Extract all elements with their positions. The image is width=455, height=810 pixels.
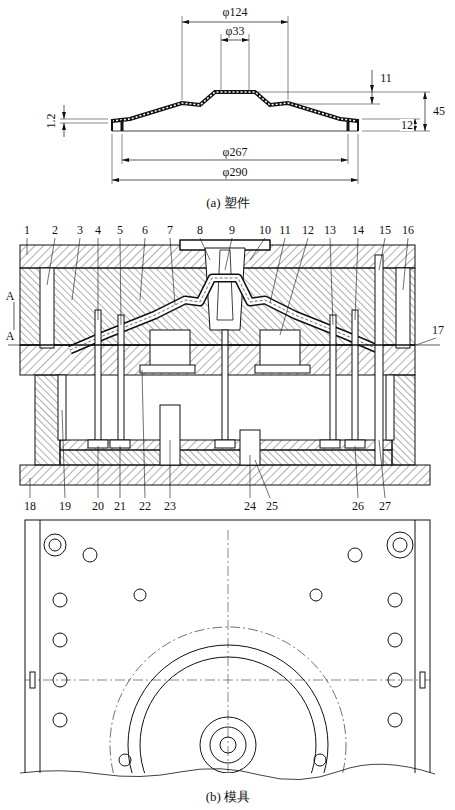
figure-caption: (b) 模具 [205, 790, 251, 803]
callout-number: 11 [278, 224, 292, 236]
callout-number: 3 [76, 224, 84, 236]
callout-number: 14 [351, 224, 365, 236]
callout-number: 23 [163, 500, 177, 512]
callout-number: 15 [378, 224, 392, 236]
callout-number: 17 [431, 324, 445, 336]
callout-number: 2 [51, 224, 59, 236]
callout-number: 5 [116, 224, 124, 236]
callout-number: 25 [265, 500, 279, 512]
callout-number: 27 [378, 500, 392, 512]
callout-number: 7 [166, 224, 174, 236]
dimension-label: 12 [400, 119, 414, 131]
callout-number: 8 [196, 224, 204, 236]
dimension-label: φ33 [225, 25, 246, 37]
callout-number: 12 [301, 224, 315, 236]
figure-caption: (a) 塑件 [205, 196, 251, 209]
callout-number: 19 [58, 500, 72, 512]
callout-number: 21 [113, 500, 127, 512]
dimension-label: 45 [432, 105, 446, 117]
callout-number: 13 [323, 224, 337, 236]
callout-number: 22 [138, 500, 152, 512]
dimension-label: A [5, 330, 16, 342]
dimension-label: φ267 [222, 146, 249, 158]
dimension-label: A [5, 290, 16, 302]
callout-number: 10 [258, 224, 272, 236]
callout-number: 9 [228, 224, 236, 236]
callout-number: 26 [351, 500, 365, 512]
dimension-label: φ124 [222, 6, 249, 18]
callout-number: 24 [243, 500, 257, 512]
callout-number: 1 [23, 224, 31, 236]
callout-number: 4 [94, 224, 102, 236]
callout-number: 18 [23, 500, 37, 512]
callout-number: 16 [401, 224, 415, 236]
callout-number: 20 [91, 500, 105, 512]
callout-number: 6 [141, 224, 149, 236]
dimension-label: φ290 [222, 166, 249, 178]
dimension-label: 1.2 [44, 113, 56, 130]
dimension-label: 11 [379, 72, 393, 84]
